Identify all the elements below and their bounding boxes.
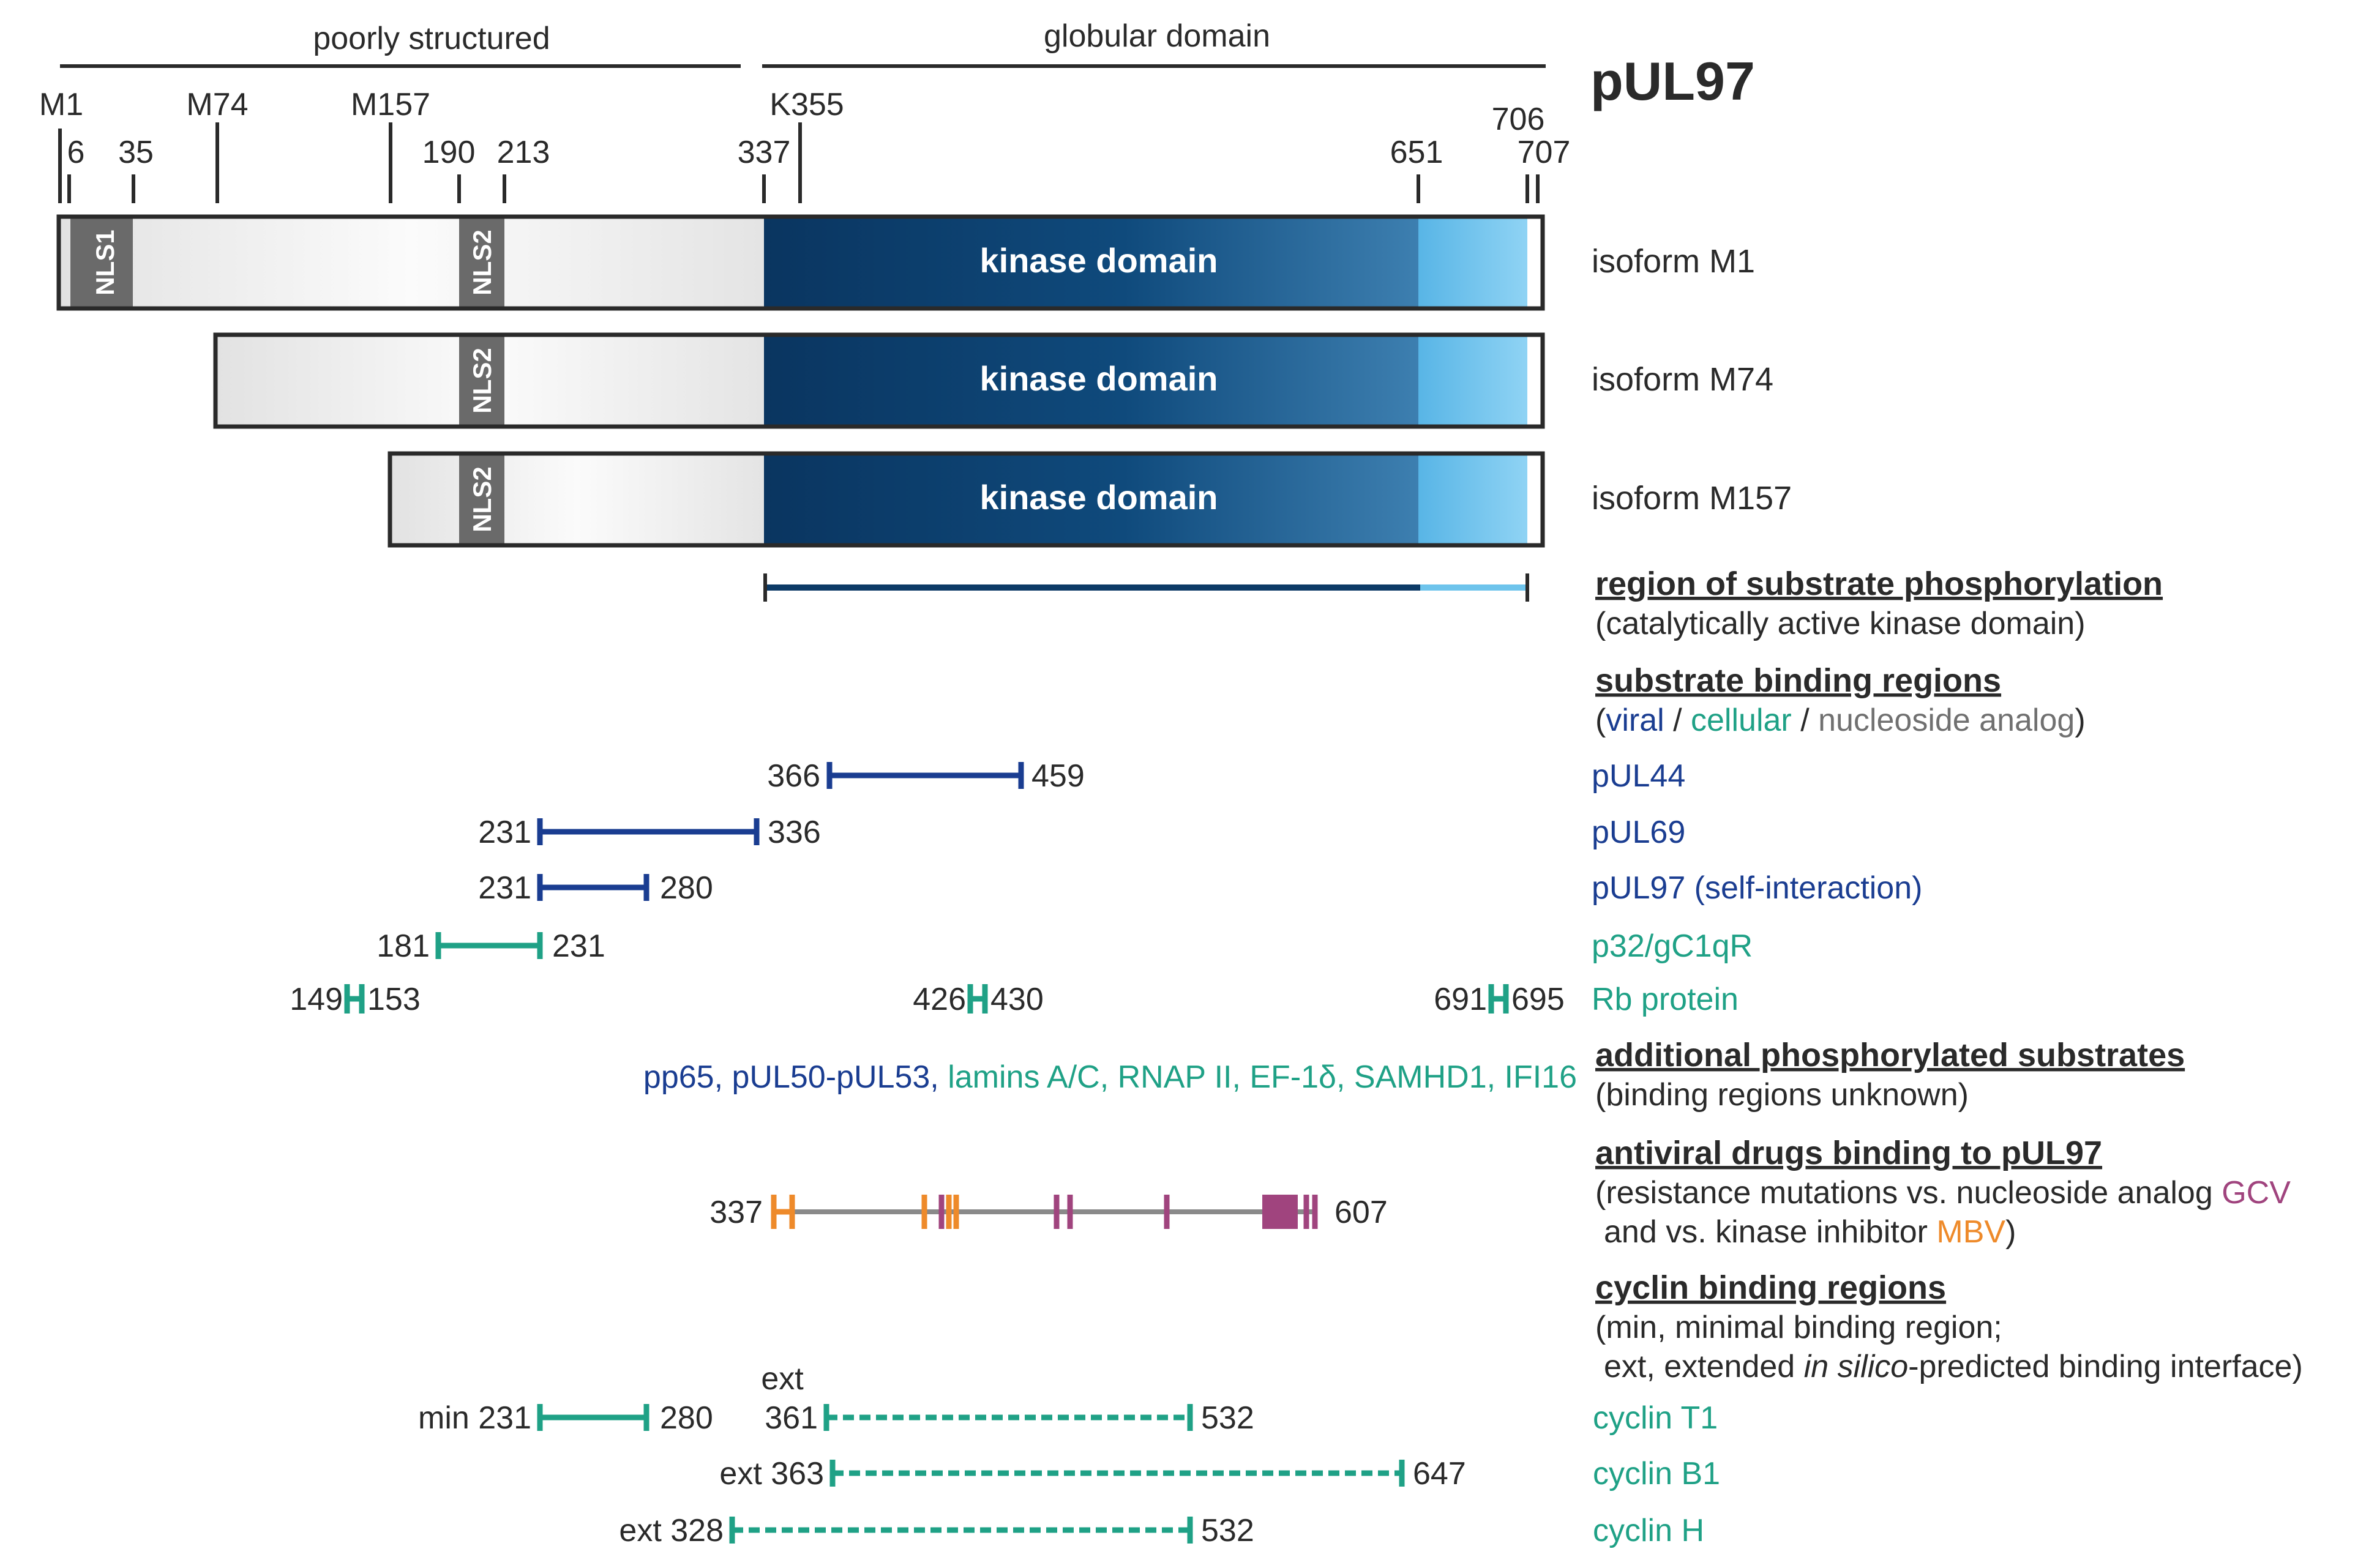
nls1-label: NLS1	[91, 230, 119, 295]
range-pul69-end: 336	[768, 815, 821, 850]
cyclin-h-ext-start: ext 328	[619, 1513, 724, 1548]
range-pul44	[826, 762, 1024, 789]
range-p32-start: 181	[376, 928, 430, 964]
drugs-title: antiviral drugs binding to pUL97	[1595, 1135, 2102, 1171]
range-pul69	[537, 818, 760, 845]
legend-viral: viral	[1606, 703, 1664, 738]
position-label-m157: M157	[351, 87, 430, 122]
phosphorylation-title: region of substrate phosphorylation	[1595, 566, 2163, 602]
phosphorylation-subtitle: (catalytically active kinase domain)	[1595, 606, 2086, 641]
isoform-m1-label: isoform M1	[1592, 243, 1755, 280]
drug-gcv: GCV	[2222, 1175, 2291, 1211]
position-label-190: 190	[422, 135, 476, 170]
cyclin-subtitle-2: ext, extended in silico-predicted bindin…	[1604, 1349, 2303, 1384]
range-pul44-start: 366	[767, 758, 820, 794]
additional-title: additional phosphorylated substrates	[1595, 1037, 2185, 1073]
kinase-domain-label-m157: kinase domain	[979, 478, 1218, 517]
additional-substrates-cellular: lamins A/C, RNAP II, EF-1δ, SAMHD1, IFI1…	[948, 1059, 1577, 1095]
rb-site-3-start: 691	[1434, 982, 1487, 1017]
drugs-range-start: 337	[709, 1195, 763, 1230]
kinase-domain-label-m1: kinase domain	[979, 241, 1218, 280]
substrate-label-rb: Rb protein	[1592, 982, 1739, 1017]
additional-subtitle: (binding regions unknown)	[1595, 1077, 1969, 1113]
cyclin-label-h: cyclin H	[1593, 1513, 1704, 1548]
drugs-subtitle-1: (resistance mutations vs. nucleoside ana…	[1595, 1175, 2291, 1211]
rb-site-3-end: 695	[1511, 982, 1565, 1017]
substrate-label-pul69: pUL69	[1592, 815, 1685, 850]
drug-resistance-marks-gcv	[938, 1195, 1318, 1229]
nls2-label-m1: NLS2	[468, 230, 496, 295]
drugs-subtitle-2: and vs. kinase inhibitor MBV)	[1604, 1214, 2016, 1250]
cyclin-title: cyclin binding regions	[1595, 1269, 1946, 1306]
substrate-label-pul44: pUL44	[1592, 758, 1685, 794]
binding-subtitle: (viral / cellular / nucleoside analog)	[1595, 703, 2086, 738]
cyclin-t1-ext-end: 532	[1201, 1400, 1254, 1436]
isoform-m74-label: isoform M74	[1592, 361, 1773, 398]
position-label-706: 706	[1492, 102, 1545, 137]
cyclin-h-ext-range	[729, 1517, 1193, 1544]
position-label-35: 35	[118, 135, 154, 170]
drug-resistance-marks-mbv	[771, 1195, 959, 1229]
position-label-m74: M74	[186, 87, 248, 122]
protein-title: pUL97	[1590, 51, 1755, 111]
legend-cellular: cellular	[1691, 703, 1792, 738]
domain-label-globular: globular domain	[1044, 18, 1270, 54]
cyclin-t1-min-end: 280	[660, 1400, 713, 1436]
cyclin-t1-ext-range	[823, 1404, 1193, 1431]
phosphorylation-region-line	[763, 573, 1529, 602]
cyclin-h-ext-end: 532	[1201, 1513, 1254, 1548]
drug-mbv: MBV	[1936, 1214, 2005, 1250]
binding-title: substrate binding regions	[1595, 662, 2001, 699]
isoform-m157-label: isoform M157	[1592, 480, 1792, 517]
rb-site-2-end: 430	[990, 982, 1044, 1017]
substrate-label-p32: p32/gC1qR	[1592, 928, 1753, 964]
kinase-domain-label-m74: kinase domain	[979, 359, 1218, 398]
additional-substrates-list: pp65, pUL50-pUL53, lamins A/C, RNAP II, …	[643, 1059, 1577, 1095]
range-pul44-end: 459	[1031, 758, 1085, 794]
position-label-m1: M1	[39, 87, 83, 122]
range-p32	[435, 932, 543, 959]
cyclin-b1-ext-range	[829, 1460, 1405, 1487]
nls2-label-m157: NLS2	[468, 466, 496, 532]
isoform-m1-bar	[56, 214, 1545, 311]
position-label-707: 707	[1518, 135, 1571, 170]
rb-site-1-start: 149	[290, 982, 343, 1017]
cyclin-t1-min-start: min 231	[418, 1400, 531, 1436]
range-pul97-self-end: 280	[660, 870, 713, 906]
rb-site-2-start: 426	[913, 982, 966, 1017]
position-ticks	[58, 122, 1540, 203]
legend-nucleoside: nucleoside analog	[1818, 703, 2075, 738]
range-pul69-start: 231	[478, 815, 531, 850]
range-p32-end: 231	[552, 928, 605, 964]
domain-label-poorly-structured: poorly structured	[313, 21, 550, 56]
cyclin-t1-min-range	[537, 1404, 649, 1431]
drugs-range-end: 607	[1334, 1195, 1388, 1230]
cyclin-b1-ext-start: ext 363	[719, 1456, 824, 1491]
rb-site-marks	[344, 984, 1509, 1014]
drug-resistance-cluster-gcv	[1262, 1195, 1298, 1229]
isoform-m74-bar	[213, 332, 1545, 429]
additional-substrates-viral: pp65, pUL50-pUL53,	[643, 1059, 939, 1095]
cyclin-label-b1: cyclin B1	[1593, 1456, 1720, 1491]
position-label-651: 651	[1390, 135, 1443, 170]
range-pul97-self	[537, 874, 649, 901]
range-pul97-self-start: 231	[478, 870, 531, 906]
position-label-k355: K355	[769, 87, 844, 122]
cyclin-t1-ext-start: 361	[765, 1400, 818, 1436]
nls2-label-m74: NLS2	[468, 348, 496, 413]
cyclin-subtitle-1: (min, minimal binding region;	[1595, 1310, 2002, 1345]
rb-site-1-end: 153	[367, 982, 421, 1017]
cyclin-b1-ext-end: 647	[1413, 1456, 1466, 1491]
position-label-213: 213	[497, 135, 550, 170]
substrate-label-pul97-self: pUL97 (self-interaction)	[1592, 870, 1922, 906]
cyclin-label-t1: cyclin T1	[1593, 1400, 1718, 1436]
position-label-6: 6	[67, 135, 85, 170]
cyclin-t1-ext-word: ext	[761, 1361, 804, 1397]
isoform-m157-bar	[387, 451, 1545, 548]
position-label-337: 337	[738, 135, 791, 170]
